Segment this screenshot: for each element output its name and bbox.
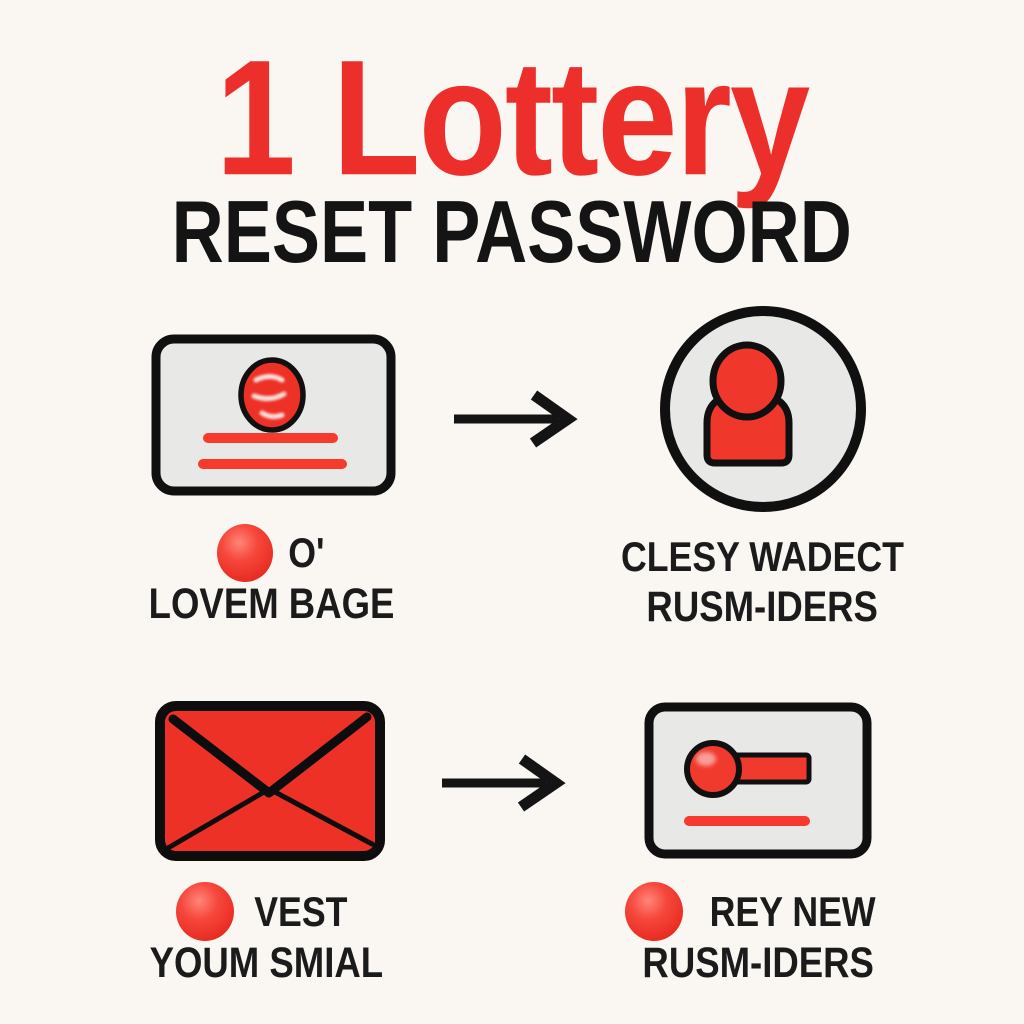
caption-step-3-line1: VEST: [176, 882, 356, 941]
page-title: 1 Lottery: [0, 36, 1024, 200]
red-dot-bullet: [176, 882, 235, 941]
profile-card-icon: [151, 334, 396, 496]
user-avatar-icon: [660, 306, 866, 512]
user-avatar-panel: [655, 301, 871, 517]
red-dot-bullet: [625, 882, 684, 941]
caption-step-4-line2: RUSM-IDERS: [642, 939, 874, 987]
caption-step-1-line1: O': [216, 524, 328, 582]
caption-step-2: CLESY WADECT RUSM-IDERS: [597, 533, 927, 629]
profile-card-panel: [150, 333, 397, 497]
envelope-icon: [155, 701, 385, 861]
caption-step-2-line2: RUSM-IDERS: [646, 583, 878, 631]
page-subtitle: RESET PASSWORD: [0, 188, 1024, 276]
arrow-right-icon: [436, 752, 576, 814]
red-dot-bullet: [216, 524, 273, 582]
caption-step-2-line1: CLESY WADECT: [596, 533, 929, 581]
caption-text: VEST: [254, 887, 348, 935]
caption-text: O': [287, 529, 325, 576]
caption-text: REY NEW: [710, 887, 876, 935]
key-card-panel: [643, 701, 873, 860]
envelope-panel: [153, 699, 387, 865]
page-title-text: 1 Lottery: [215, 26, 811, 210]
page-subtitle-text: RESET PASSWORD: [171, 182, 853, 281]
caption-step-3: VEST YOUM SMIAL: [101, 882, 431, 985]
caption-text: CLESY WADECT: [620, 533, 904, 580]
key-card-icon: [644, 702, 872, 859]
caption-step-4-line1: REY NEW: [625, 882, 890, 941]
caption-step-3-line2: YOUM SMIAL: [149, 939, 383, 987]
caption-step-1-line2: LOVEM BAGE: [149, 580, 395, 628]
caption-step-1: O' LOVEM BAGE: [107, 524, 437, 626]
caption-step-4: REY NEW RUSM-IDERS: [593, 882, 923, 985]
arrow-right-icon: [448, 388, 588, 450]
